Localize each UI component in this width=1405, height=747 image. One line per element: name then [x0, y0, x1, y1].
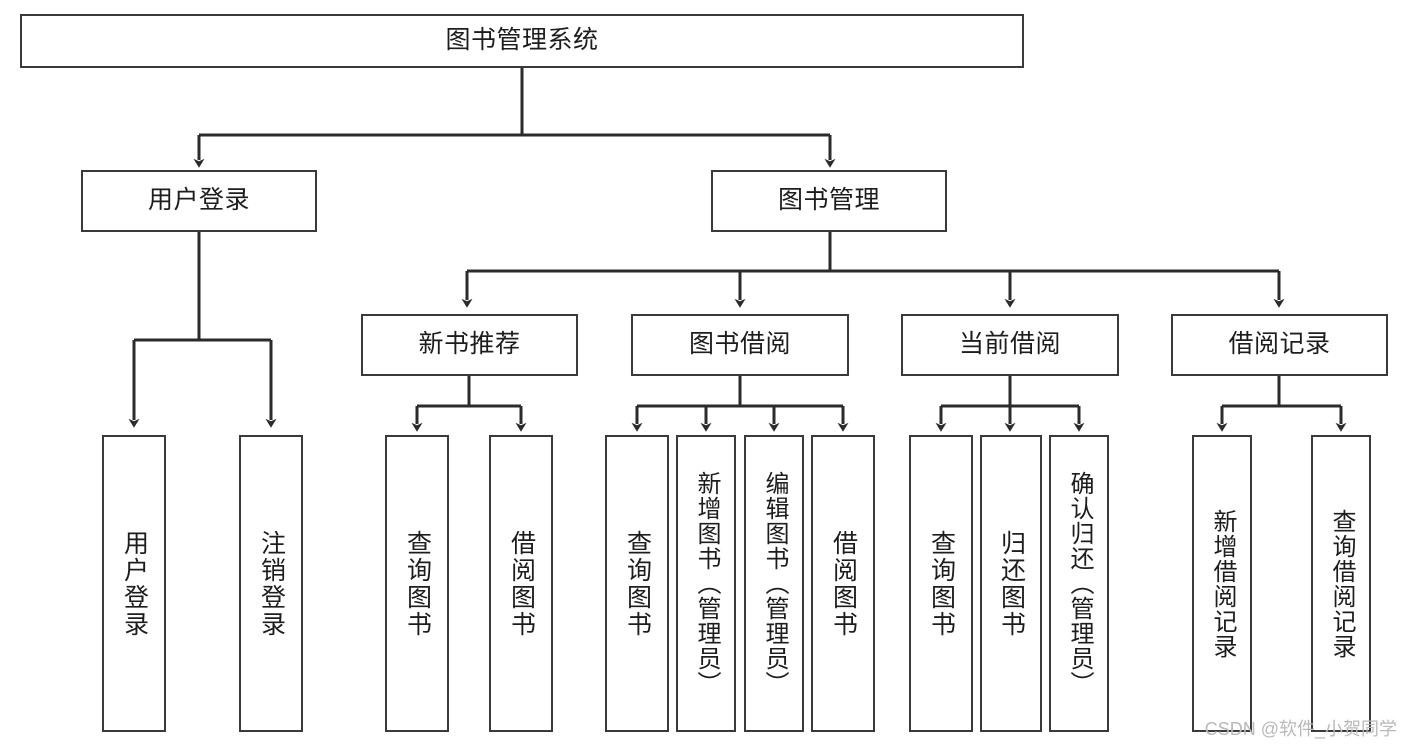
node-label: 归还图书	[997, 529, 1026, 638]
leaf-add-book-admin[interactable]: 新增图书（管理员）	[676, 435, 736, 732]
leaf-query-book-recommend[interactable]: 查询图书	[385, 435, 449, 732]
leaf-query-borrow-record[interactable]: 查询借阅记录	[1311, 435, 1371, 732]
node-label: 查询图书	[927, 529, 956, 638]
node-label: 图书管理系统	[445, 26, 599, 55]
node-borrow-record[interactable]: 借阅记录	[1171, 314, 1388, 376]
node-label: 用户登录	[147, 186, 250, 215]
leaf-return-book[interactable]: 归还图书	[980, 435, 1042, 732]
node-new-book-recommend[interactable]: 新书推荐	[361, 314, 578, 376]
node-book-borrow[interactable]: 图书借阅	[631, 314, 849, 376]
node-label: 查询图书	[623, 529, 652, 638]
leaf-query-book-current[interactable]: 查询图书	[909, 435, 973, 732]
leaf-borrow-book-recommend[interactable]: 借阅图书	[489, 435, 553, 732]
node-label: 查询借阅记录	[1327, 508, 1355, 659]
node-label: 借阅记录	[1228, 330, 1331, 359]
leaf-add-borrow-record[interactable]: 新增借阅记录	[1192, 435, 1252, 732]
node-label: 新增图书（管理员）	[692, 471, 720, 696]
node-user-login[interactable]: 用户登录	[81, 170, 317, 232]
csdn-watermark: CSDN @软件_小贺同学	[1204, 719, 1397, 739]
leaf-query-book-borrow[interactable]: 查询图书	[605, 435, 669, 732]
leaf-user-login[interactable]: 用户登录	[102, 435, 166, 732]
node-label: 借阅图书	[829, 529, 858, 638]
node-label: 注销登录	[257, 529, 286, 638]
node-label: 用户登录	[120, 529, 149, 638]
node-label: 新增借阅记录	[1208, 508, 1236, 659]
node-current-borrow[interactable]: 当前借阅	[901, 314, 1119, 376]
node-label: 新书推荐	[418, 330, 521, 359]
leaf-logout-login[interactable]: 注销登录	[239, 435, 303, 732]
leaf-borrow-book-borrow[interactable]: 借阅图书	[811, 435, 875, 732]
node-label: 编辑图书（管理员）	[760, 471, 788, 696]
leaf-confirm-return-admin[interactable]: 确认归还（管理员）	[1049, 435, 1109, 732]
node-root-system[interactable]: 图书管理系统	[20, 14, 1024, 68]
node-book-management[interactable]: 图书管理	[711, 170, 947, 232]
node-label: 图书借阅	[688, 330, 791, 359]
leaf-edit-book-admin[interactable]: 编辑图书（管理员）	[744, 435, 804, 732]
node-label: 确认归还（管理员）	[1065, 471, 1093, 696]
node-label: 借阅图书	[507, 529, 536, 638]
node-label: 图书管理	[777, 186, 880, 215]
node-label: 当前借阅	[958, 330, 1061, 359]
node-label: 查询图书	[403, 529, 432, 638]
